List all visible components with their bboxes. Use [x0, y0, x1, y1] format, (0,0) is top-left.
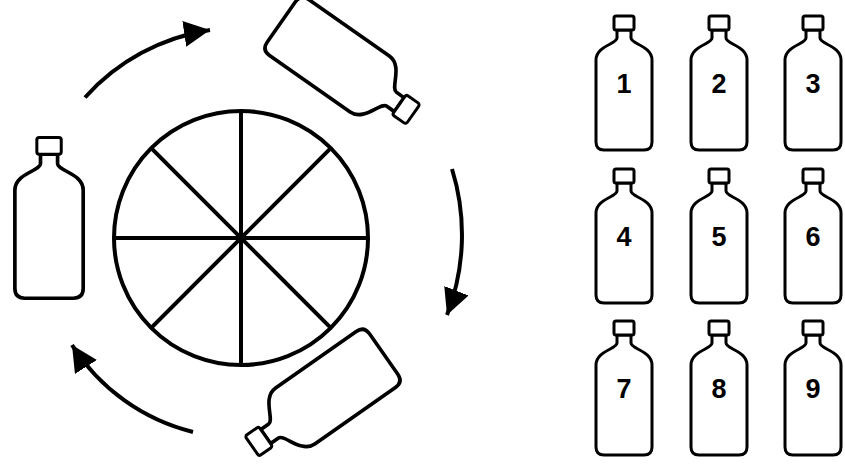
rotation-arrow — [447, 169, 462, 315]
bottle-cap — [709, 16, 729, 30]
bottle-cap — [803, 169, 823, 183]
wheel-spoke — [151, 148, 331, 328]
bottle-body — [691, 30, 747, 150]
bottle-cap — [614, 169, 634, 183]
bottle-number: 7 — [596, 371, 652, 407]
numbered-bottle: 6 — [781, 167, 845, 305]
numbered-bottle: 8 — [687, 319, 751, 457]
bottle-body — [785, 183, 841, 303]
numbered-bottle: 2 — [687, 14, 751, 152]
rotating-bottle — [262, 0, 433, 142]
bottle-cap — [803, 321, 823, 335]
wheel-rim — [114, 111, 368, 365]
bottle-number: 3 — [785, 66, 841, 102]
rotating-bottle — [232, 326, 403, 468]
bottle-body — [785, 30, 841, 150]
rotating-bottle — [15, 137, 83, 298]
numbered-bottle: 1 — [592, 14, 656, 152]
bottle-number: 6 — [785, 219, 841, 255]
rotation-arrow — [72, 345, 193, 432]
numbered-bottle: 3 — [781, 14, 845, 152]
bottle-cap — [614, 321, 634, 335]
wheel-spoke — [151, 148, 331, 328]
bottle-body — [596, 183, 652, 303]
bottle-body — [596, 335, 652, 455]
bottle-body — [691, 183, 747, 303]
numbered-bottle: 5 — [687, 167, 751, 305]
rotation-arrow — [85, 30, 210, 98]
bottle-cap — [614, 16, 634, 30]
bottle-number: 4 — [596, 219, 652, 255]
bottle-body — [785, 335, 841, 455]
bottle-number: 1 — [596, 66, 652, 102]
bottle-body — [596, 30, 652, 150]
bottle-body — [691, 335, 747, 455]
numbered-bottle: 4 — [592, 167, 656, 305]
bottle-cap — [709, 169, 729, 183]
bottle-number: 5 — [691, 219, 747, 255]
rotating-wheel — [114, 111, 368, 365]
bottle-number: 2 — [691, 66, 747, 102]
bottle-cap — [803, 16, 823, 30]
bottle-number: 9 — [785, 371, 841, 407]
numbered-bottle: 7 — [592, 319, 656, 457]
bottle-cap — [709, 321, 729, 335]
bottle-number: 8 — [691, 371, 747, 407]
numbered-bottle: 9 — [781, 319, 845, 457]
